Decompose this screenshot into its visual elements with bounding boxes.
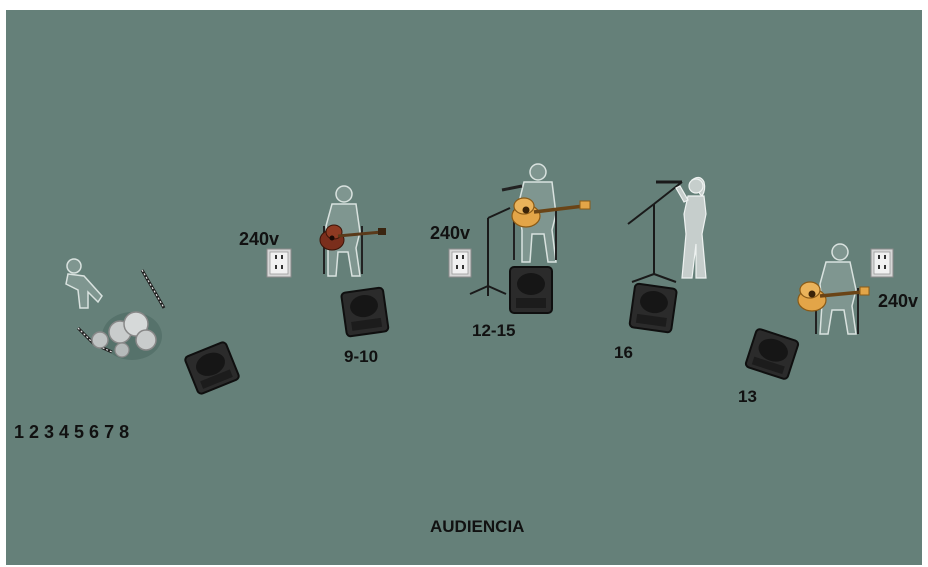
monitor-16-label: 16 [614, 343, 633, 362]
singer-icon [674, 174, 718, 284]
power-outlet-icon [266, 248, 292, 278]
wedge-monitor-icon [508, 265, 554, 315]
monitor-12-15-label: 12-15 [472, 321, 516, 340]
power-right-label: 240v [878, 291, 919, 311]
drums-channels-label: 1 2 3 4 5 6 7 8 [14, 422, 130, 442]
stage-plot: 1 2 3 4 5 6 7 8 9-10 12-15 16 13 240v 24… [6, 10, 922, 565]
wedge-monitor-icon [340, 286, 390, 340]
power-outlet-icon [870, 248, 894, 278]
mic-stand-icon [618, 174, 688, 286]
wedge-monitor-icon [744, 328, 800, 380]
drum-kit-icon [72, 268, 172, 368]
seated-guitarist-icon [310, 182, 390, 282]
wedge-monitor-icon [628, 282, 678, 336]
seated-guitarist-icon [496, 160, 596, 270]
wedge-monitor-icon [184, 340, 240, 396]
seated-guitarist-icon [786, 240, 876, 340]
power-left-label: 240v [239, 229, 280, 249]
mic-stand-icon [466, 207, 516, 298]
power-center-label: 240v [430, 223, 471, 243]
audience-label: AUDIENCIA [430, 517, 525, 536]
power-outlet-icon [448, 248, 472, 278]
drummer-icon [54, 256, 114, 316]
monitor-9-10-label: 9-10 [344, 347, 379, 366]
monitor-13-label: 13 [738, 387, 757, 406]
